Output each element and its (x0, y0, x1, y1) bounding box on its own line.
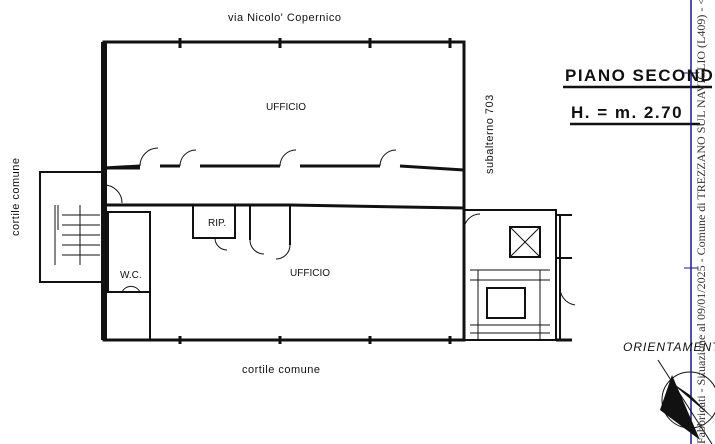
courtyard-left-label: cortile comune (10, 157, 22, 236)
office-bottom-label: UFFICIO (290, 268, 330, 279)
storage-label: RIP. (208, 218, 227, 229)
office-top-label: UFFICIO (266, 102, 306, 113)
outer-wall (102, 40, 466, 342)
left-staircase (39, 171, 105, 283)
storage-room (192, 204, 236, 239)
courtyard-bottom-label: cortile comune (242, 364, 321, 376)
subaltern-label: subalterno 703 (484, 94, 496, 174)
street-label: via Nicolo' Copernico (228, 12, 342, 24)
wc-label: W.C. (120, 270, 142, 281)
north-arrow-icon (657, 359, 715, 444)
lift-shaft (509, 226, 541, 258)
orientation-label: ORIENTAMENTO (623, 340, 715, 354)
floor-title: PIANO SECONDO (565, 66, 715, 85)
floor-height: H. = m. 2.70 (571, 103, 684, 122)
right-stair-block (463, 209, 557, 341)
cadastral-stamp: Fabbricati - Situazione al 09/01/2025 - … (694, 0, 708, 444)
